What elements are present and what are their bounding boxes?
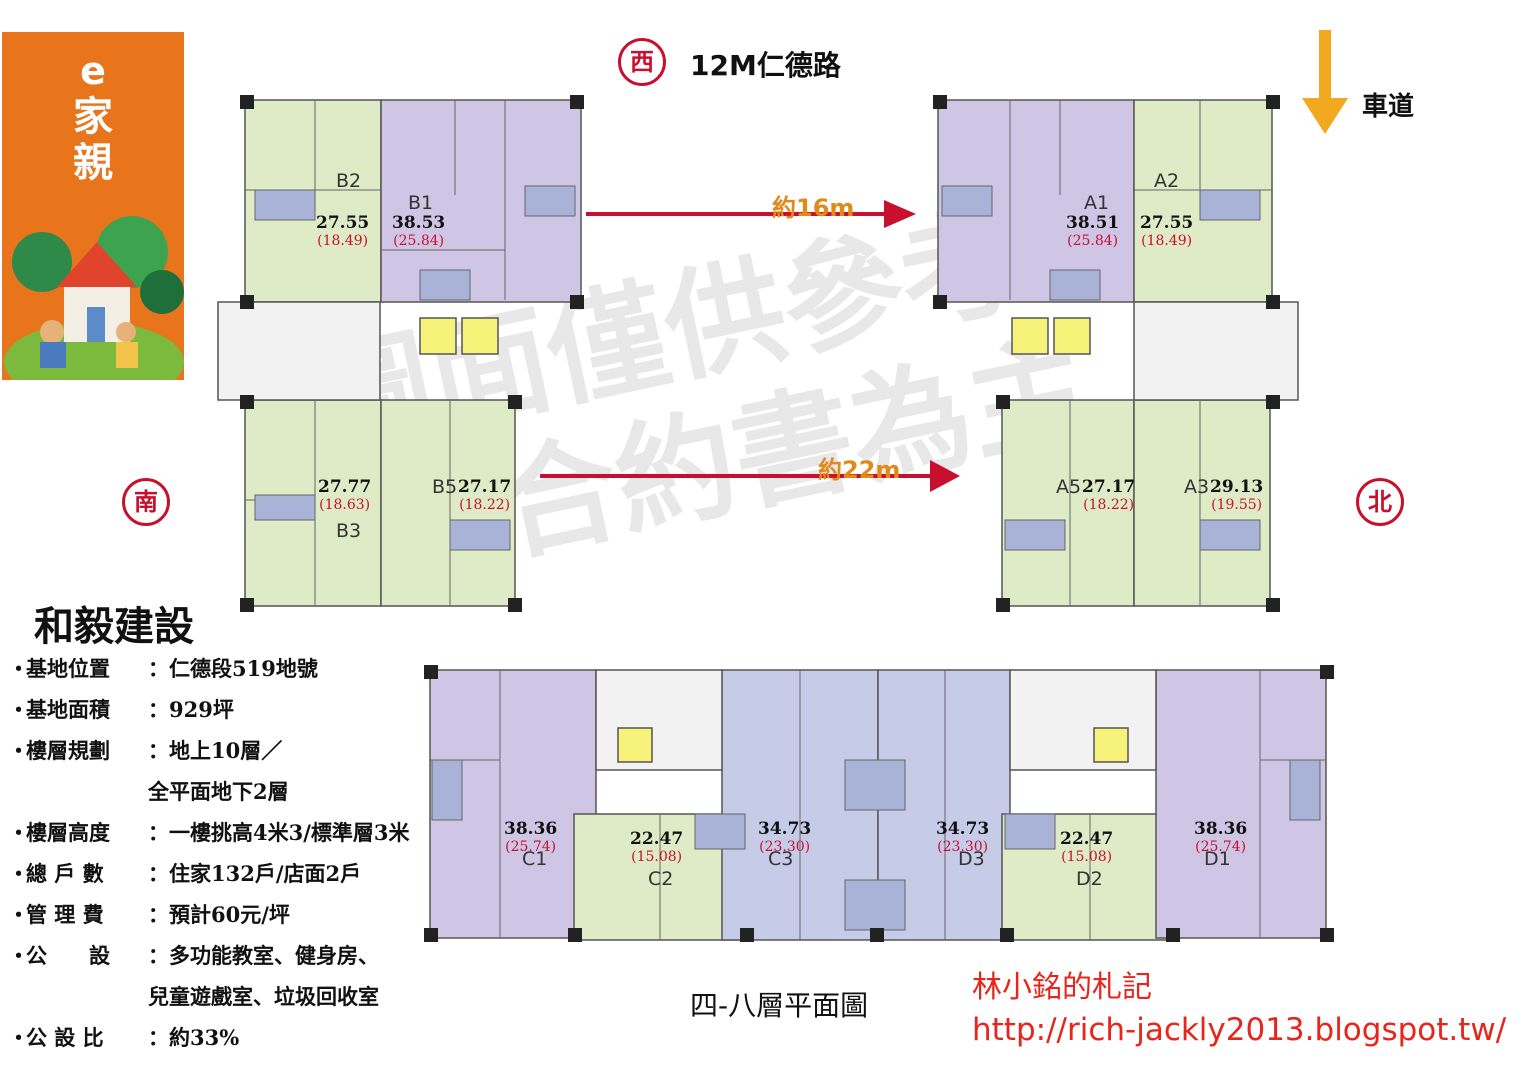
info-value: ：一樓挑高4米3/標準層3米 (148, 820, 410, 845)
info-value: ：地上10層／ (148, 738, 283, 763)
unit-b2-area: 27.55(18.49) (316, 213, 370, 249)
unit-a3-name: A3 (1184, 476, 1210, 498)
ejiaqin-logo: e 家 親 (2, 32, 184, 380)
info-label: 總 戶 數 (26, 861, 104, 886)
info-value: ：仁德段519地號 (148, 656, 318, 681)
west-badge: 西 (618, 38, 666, 86)
info-bullet: ・ (8, 1025, 29, 1050)
info-row: ・公 設 ：多功能教室、健身房、 (8, 935, 428, 976)
info-bullet (8, 771, 26, 812)
info-value: 全平面地下2層 (148, 779, 289, 804)
unit-a1-area: 38.51(25.84) (1066, 213, 1120, 249)
unit-d3-name: D3 (958, 848, 985, 870)
unit-b3-area: 27.77(18.63) (318, 477, 372, 513)
info-row: ・樓層規劃 ：地上10層／ (8, 730, 428, 771)
unit-d3-area: 34.73(23.30) (936, 819, 990, 855)
info-bullet: ・ (8, 738, 29, 763)
info-label: 樓層高度 (26, 820, 110, 845)
unit-c3-name: C3 (768, 848, 794, 870)
unit-b5-area: 27.17(18.22) (458, 477, 512, 513)
info-label: 公 設 (26, 943, 110, 968)
north-badge: 北 (1356, 478, 1404, 526)
info-bullet: ・ (8, 902, 29, 927)
unit-a5-area: 27.17(18.22) (1082, 477, 1136, 513)
project-info-list: ・基地位置：仁德段519地號・基地面積：929坪・樓層規劃：地上10層／全平面地… (8, 648, 428, 1058)
info-bullet: ・ (8, 943, 29, 968)
distance-label-16m: 約16m (772, 194, 855, 222)
info-row: 全平面地下2層 (8, 771, 428, 812)
unit-c1-area: 38.36(25.74) (504, 819, 558, 855)
info-value: 兒童遊戲室、垃圾回收室 (148, 984, 379, 1009)
unit-d1-name: D1 (1204, 848, 1231, 870)
info-label: 基地面積 (26, 697, 110, 722)
unit-d2-name: D2 (1076, 868, 1103, 890)
info-row: ・基地面積 ：929坪 (8, 689, 428, 730)
unit-b3-name: B3 (336, 520, 362, 542)
logo-char-jia: 家 (73, 94, 113, 140)
logo-letter-e: e (80, 49, 106, 93)
unit-d1-area: 38.36(25.74) (1194, 819, 1248, 855)
info-value: ：多功能教室、健身房、 (148, 943, 379, 968)
blog-url: http://rich-jackly2013.blogspot.tw/ (972, 1012, 1507, 1048)
distance-arrow-22m-icon (540, 460, 960, 492)
info-value: ：預計60元/坪 (148, 902, 290, 927)
unit-c2-area: 22.47(15.08) (630, 829, 684, 865)
distance-arrow-16m-icon (586, 200, 916, 228)
unit-d2-area: 22.47(15.08) (1060, 829, 1114, 865)
info-row: ・管 理 費 ：預計60元/坪 (8, 894, 428, 935)
unit-a2-area: 27.55(18.49) (1140, 213, 1194, 249)
logo-text: e 家 親 (2, 48, 184, 186)
info-row: 兒童遊戲室、垃圾回收室 (8, 976, 428, 1017)
info-label: 基地位置 (26, 656, 110, 681)
info-bullet: ・ (8, 861, 29, 886)
info-label: 管 理 費 (26, 902, 104, 927)
info-row: ・總 戶 數 ：住家132戶/店面2戶 (8, 853, 428, 894)
driveway-label: 車道 (1362, 92, 1415, 122)
unit-b1-area: 38.53(25.84) (392, 213, 446, 249)
unit-a1-name: A1 (1084, 192, 1110, 214)
info-bullet: ・ (8, 656, 29, 681)
distance-label-22m: 約22m (818, 456, 901, 484)
info-label: 公 設 比 (26, 1025, 104, 1050)
info-row: ・樓層高度 ：一樓挑高4米3/標準層3米 (8, 812, 428, 853)
unit-c3-area: 34.73(23.30) (758, 819, 812, 855)
info-value: ：約33% (148, 1025, 240, 1050)
info-row: ・基地位置 ：仁德段519地號 (8, 648, 428, 689)
unit-b1-name: B1 (408, 192, 434, 214)
unit-b5-name: B5 (432, 476, 458, 498)
info-label (26, 976, 148, 1017)
unit-a2-name: A2 (1154, 170, 1180, 192)
info-label: 樓層規劃 (26, 738, 110, 763)
info-bullet (8, 976, 26, 1017)
company-name: 和毅建設 (34, 603, 194, 650)
house-illustration-icon (4, 216, 184, 380)
info-value: ：住家132戶/店面2戶 (148, 861, 362, 886)
info-label (26, 771, 148, 812)
info-bullet: ・ (8, 820, 29, 845)
unit-c1-name: C1 (522, 848, 548, 870)
driveway-arrow-icon (1302, 30, 1348, 134)
unit-a5-name: A5 (1056, 476, 1082, 498)
plan-title: 四-八層平面圖 (690, 989, 869, 1022)
blog-name: 林小銘的札記 (972, 970, 1152, 1005)
unit-c2-name: C2 (648, 868, 674, 890)
road-label: 12M仁德路 (690, 49, 841, 82)
info-value: ：929坪 (148, 697, 234, 722)
south-badge: 南 (122, 478, 170, 526)
unit-a3-area: 29.13(19.55) (1210, 477, 1264, 513)
logo-char-qin: 親 (73, 140, 113, 186)
unit-b2-name: B2 (336, 170, 362, 192)
info-bullet: ・ (8, 697, 29, 722)
info-row: ・公 設 比 ：約33% (8, 1017, 428, 1058)
